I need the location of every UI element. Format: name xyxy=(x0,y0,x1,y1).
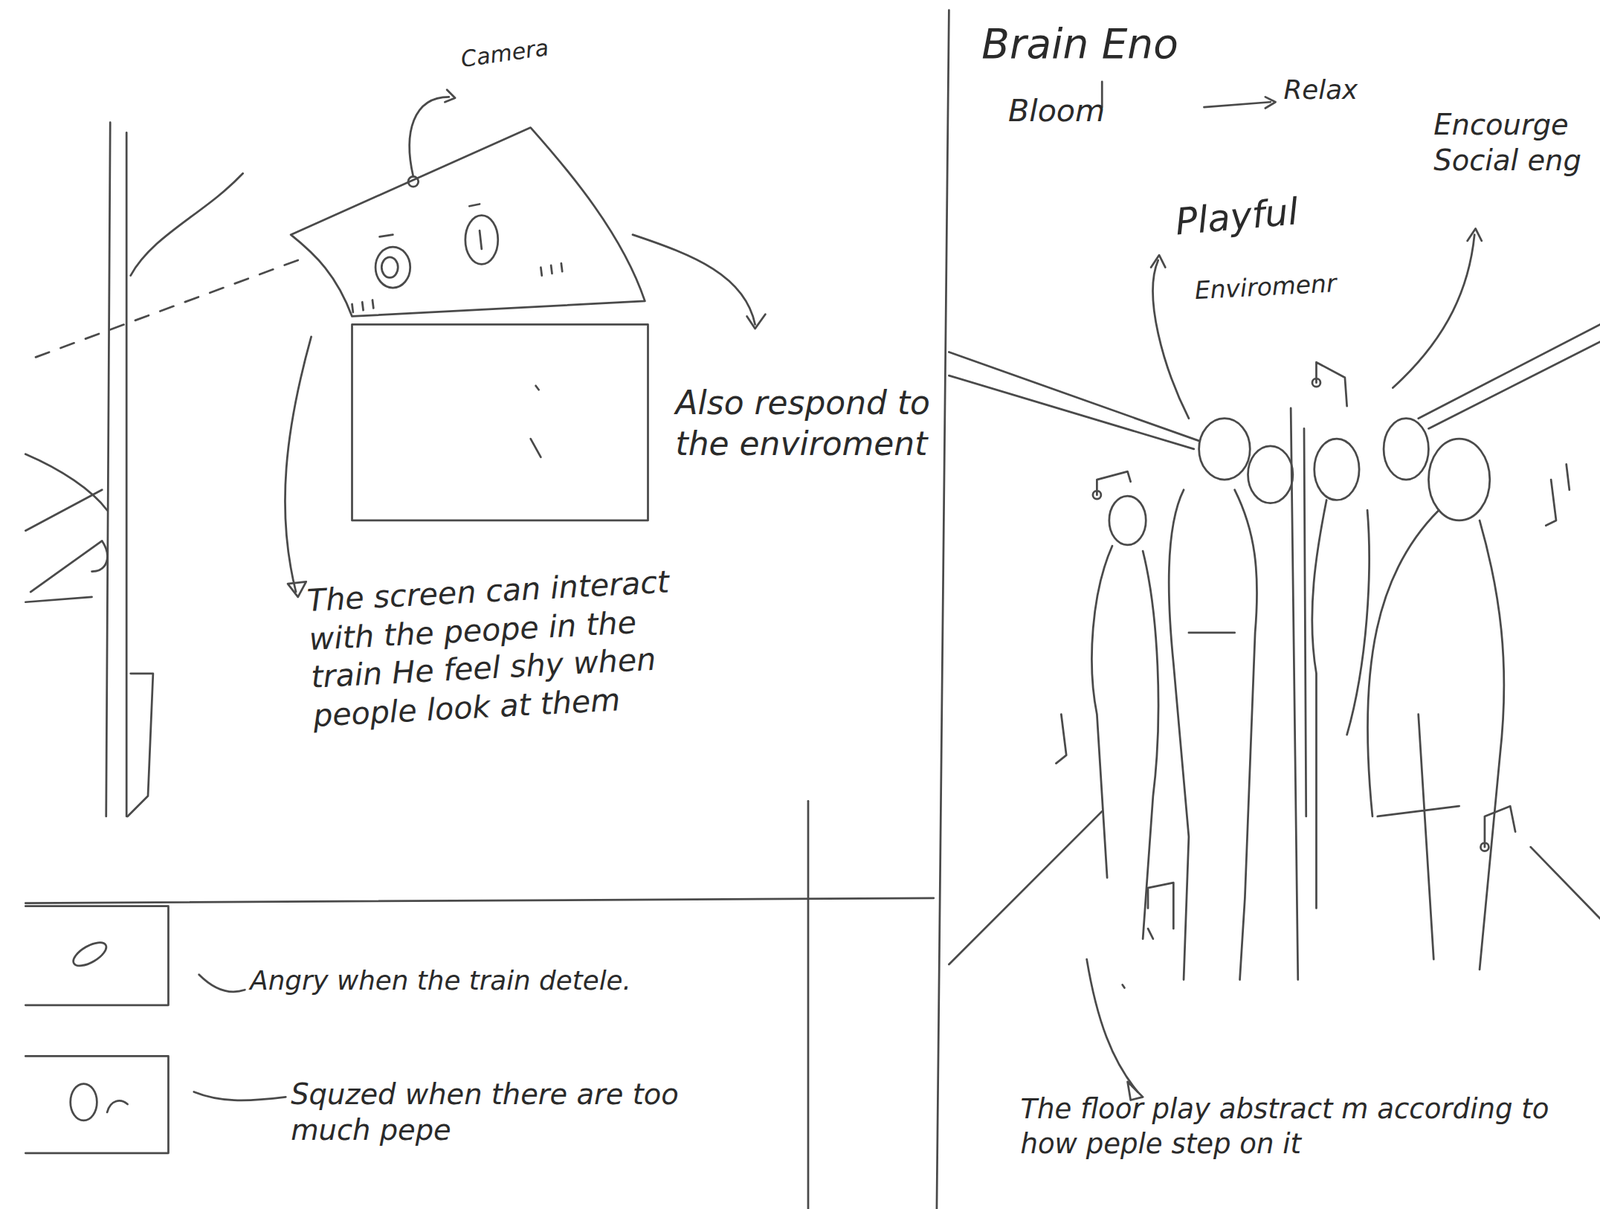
panel-divider xyxy=(25,898,934,904)
person-body xyxy=(1367,510,1504,970)
annotation: Enviromenr xyxy=(1194,266,1380,307)
arrow-head xyxy=(747,314,766,329)
screen-rect xyxy=(351,324,648,521)
leader-line xyxy=(1086,959,1139,1092)
annotation: Also respond to the enviroment xyxy=(675,382,931,465)
eye xyxy=(381,257,398,278)
arrow-head xyxy=(444,89,456,102)
face-box xyxy=(25,906,169,1006)
eye xyxy=(479,230,482,250)
annotation: Relax xyxy=(1284,73,1397,108)
person-head xyxy=(1314,438,1360,500)
angry-eye xyxy=(69,937,111,971)
blush-marks xyxy=(351,263,563,313)
floor-line xyxy=(948,811,1600,965)
music-note xyxy=(1480,805,1516,851)
dot xyxy=(1122,984,1125,988)
music-note xyxy=(1545,463,1570,525)
screen-marks xyxy=(530,385,542,458)
annotation: Angry when the train detele. xyxy=(249,964,801,998)
person-body xyxy=(1312,500,1370,909)
music-note xyxy=(1092,471,1131,499)
panel-divider xyxy=(807,800,810,1209)
leader-line xyxy=(1153,260,1189,419)
seat xyxy=(25,454,108,592)
music-note xyxy=(1312,362,1348,406)
music-note xyxy=(1147,882,1174,939)
music-note xyxy=(1055,714,1067,764)
ceiling-line xyxy=(948,351,1199,449)
annotation: Playful xyxy=(1173,184,1340,245)
train-pole xyxy=(106,122,111,817)
face-box xyxy=(25,1055,169,1153)
person-head xyxy=(1109,495,1146,545)
leader-line xyxy=(1101,81,1270,108)
eyebrow xyxy=(379,203,481,237)
eye xyxy=(465,215,499,265)
person-head xyxy=(1248,446,1293,504)
person-body xyxy=(1168,489,1257,980)
train-pole xyxy=(1304,428,1307,817)
annotation: Squzed when there are too much pepe xyxy=(290,1076,719,1148)
heading: Brain Eno xyxy=(981,18,1237,70)
eye xyxy=(375,246,411,288)
arrow-head xyxy=(1150,255,1166,267)
leader-line xyxy=(199,974,246,992)
person-head xyxy=(1428,438,1490,521)
leader-line xyxy=(194,1092,287,1101)
arrow-head xyxy=(1265,96,1276,108)
annotation: Camera xyxy=(459,26,606,74)
annotation: The screen can interact with the peope i… xyxy=(306,560,722,735)
person-head xyxy=(1383,418,1429,480)
person-head xyxy=(1199,418,1251,480)
annotation: Encourge Social eng xyxy=(1433,107,1598,179)
seat-edge xyxy=(127,673,154,817)
screen-face xyxy=(290,127,645,317)
arrow-head xyxy=(287,581,307,598)
person-body xyxy=(1092,545,1159,939)
squeezed-eye xyxy=(70,1084,98,1121)
leader-line xyxy=(632,234,756,325)
leader-line xyxy=(409,96,450,177)
annotation: Bloom xyxy=(1008,92,1131,131)
arrow-head xyxy=(1467,228,1482,241)
leader-line xyxy=(1392,234,1475,389)
camera-dot xyxy=(408,176,419,187)
door-edge xyxy=(130,173,244,276)
annotation: The floor play abstract m according to h… xyxy=(1020,1092,1592,1162)
sight-line xyxy=(35,257,307,358)
ceiling-line xyxy=(1418,324,1600,429)
train-pole xyxy=(1290,408,1299,980)
squeezed-eye xyxy=(107,1100,128,1112)
panel-divider xyxy=(936,10,949,1209)
train-pole xyxy=(125,132,128,817)
leader-line xyxy=(284,336,311,592)
seat xyxy=(25,597,92,603)
